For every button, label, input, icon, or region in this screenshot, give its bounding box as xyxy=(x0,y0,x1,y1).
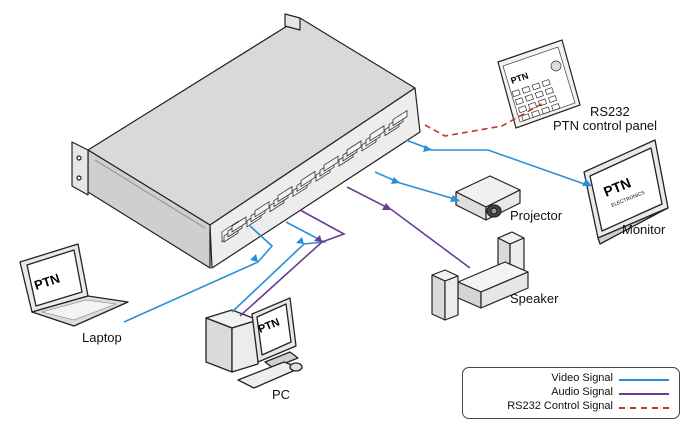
legend: Video Signal Audio Signal RS232 Control … xyxy=(462,367,680,419)
monitor xyxy=(583,139,669,245)
rear-port xyxy=(254,201,270,218)
panel-key xyxy=(517,105,528,114)
panel-key xyxy=(547,95,558,103)
rs232-signal-line xyxy=(424,101,546,137)
legend-rs232-label: RS232 Control Signal xyxy=(507,400,613,412)
signal-arrows xyxy=(250,145,592,262)
rear-port xyxy=(300,170,316,188)
projector xyxy=(455,175,521,221)
panel-key xyxy=(511,89,521,98)
laptop xyxy=(19,243,129,327)
panel-key xyxy=(514,97,524,106)
panel-key xyxy=(541,106,551,115)
panel-key xyxy=(544,87,554,95)
panel-key xyxy=(531,109,541,118)
panel-keys xyxy=(511,60,562,122)
rear-port xyxy=(369,125,385,142)
speaker-label: Speaker xyxy=(510,291,559,306)
legend-audio-line xyxy=(619,393,669,395)
video-line-laptop xyxy=(123,225,274,323)
panel-key xyxy=(534,90,544,99)
legend-rs232-line xyxy=(619,407,669,409)
panel-key xyxy=(541,79,551,87)
speaker-system xyxy=(431,231,529,321)
pc-label: PC xyxy=(272,387,291,402)
legend-video-line xyxy=(619,379,669,381)
video-line-monitor xyxy=(405,139,591,187)
video-line-pc xyxy=(231,221,327,313)
monitor-label: Monitor xyxy=(622,222,666,237)
panel-key xyxy=(551,103,561,111)
audio-line-pc xyxy=(239,209,346,317)
video-line-projector xyxy=(374,171,459,201)
rear-port xyxy=(346,140,362,157)
legend-audio-label: Audio Signal xyxy=(551,386,613,398)
rear-ports xyxy=(223,109,408,243)
panel-knob xyxy=(550,60,562,72)
panel-key xyxy=(524,93,534,102)
rs232-label-line1: RS232 xyxy=(590,104,630,119)
rear-port xyxy=(323,155,339,172)
projector-label: Projector xyxy=(510,208,563,223)
pc xyxy=(205,297,303,389)
panel-key xyxy=(521,113,531,122)
rs232-label-line2: PTN control panel xyxy=(553,118,658,133)
panel-key xyxy=(527,101,538,110)
laptop-label: Laptop xyxy=(82,330,122,345)
rear-port xyxy=(277,185,293,203)
rear-port xyxy=(231,216,247,233)
matrix-switcher xyxy=(71,13,421,269)
rear-port xyxy=(392,109,408,127)
legend-video-label: Video Signal xyxy=(551,372,613,384)
panel-key xyxy=(521,85,531,94)
panel-key xyxy=(531,82,541,91)
